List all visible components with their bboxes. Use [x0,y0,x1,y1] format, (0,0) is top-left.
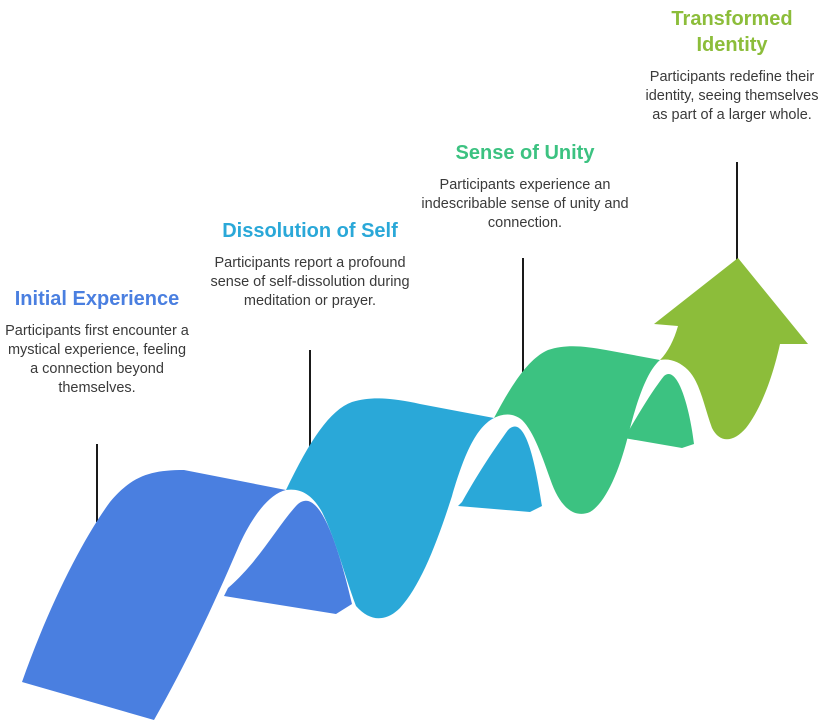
stage-title: Sense of Unity [455,142,595,164]
stage-description: Participants redefine their identity, se… [645,69,819,123]
segment-2-ribbon [286,398,494,619]
segment-3-backfold [624,374,694,448]
segment-4-arrow [654,258,808,440]
stage-dissolution-of-self: Dissolution of Self Participants report … [210,218,410,311]
stage-description: Participants first encounter a mystical … [5,323,189,396]
stage-description: Participants report a profound sense of … [210,255,410,309]
stage-title: Dissolution of Self [222,220,398,242]
stage-title: Transformed Identity [671,8,793,56]
segment-1-ribbon [22,470,286,720]
stage-description: Participants experience an indescribable… [421,177,629,231]
segment-2-backfold [458,426,542,512]
stage-initial-experience: Initial Experience Participants first en… [2,286,192,398]
segment-3-ribbon [494,346,660,514]
stage-transformed-identity: Transformed Identity Participants redefi… [640,6,824,125]
segment-1-backfold [224,500,352,614]
stage-title: Initial Experience [14,288,180,310]
stage-sense-of-unity: Sense of Unity Participants experience a… [420,140,630,233]
